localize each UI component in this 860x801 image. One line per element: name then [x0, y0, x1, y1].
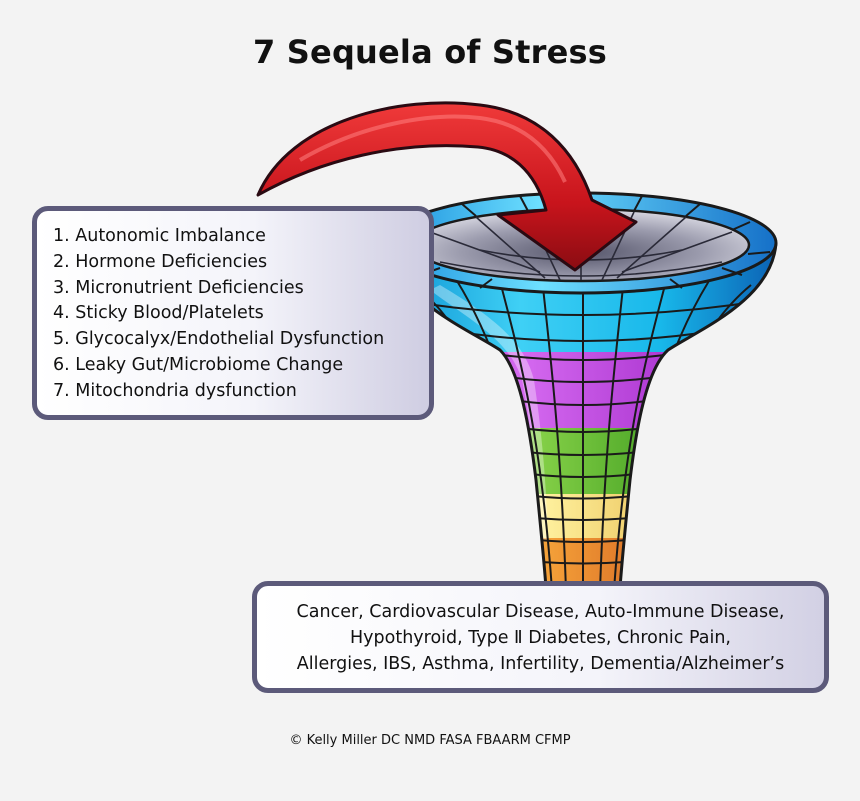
copyright-text: © Kelly Miller DC NMD FASA FBAARM CFMP	[289, 733, 571, 748]
list-item: 6. Leaky Gut/Microbiome Change	[53, 354, 344, 375]
list-item: 4. Sticky Blood/Platelets	[53, 303, 264, 324]
outcome-line: Allergies, IBS, Asthma, Infertility, Dem…	[296, 654, 785, 674]
sequela-list: 1. Autonomic Imbalance 2. Hormone Defici…	[37, 211, 429, 405]
list-item: 7. Mitochondria dysfunction	[53, 380, 297, 401]
list-item: 5. Glycocalyx/Endothelial Dysfunction	[53, 329, 385, 350]
diagram-title: 7 Sequela of Stress	[252, 33, 608, 71]
outcome-line: Cancer, Cardiovascular Disease, Auto-Imm…	[296, 602, 785, 622]
outcomes-box: Cancer, Cardiovascular Disease, Auto-Imm…	[252, 581, 829, 693]
red-arrow-icon	[256, 101, 638, 272]
sequela-list-box: 1. Autonomic Imbalance 2. Hormone Defici…	[32, 206, 434, 420]
list-item: 3. Micronutrient Deficiencies	[53, 277, 304, 298]
list-item: 2. Hormone Deficiencies	[53, 251, 268, 272]
outcome-line: Hypothyroid, Type Ⅱ Diabetes, Chronic Pa…	[350, 628, 731, 648]
list-item: 1. Autonomic Imbalance	[53, 226, 266, 246]
